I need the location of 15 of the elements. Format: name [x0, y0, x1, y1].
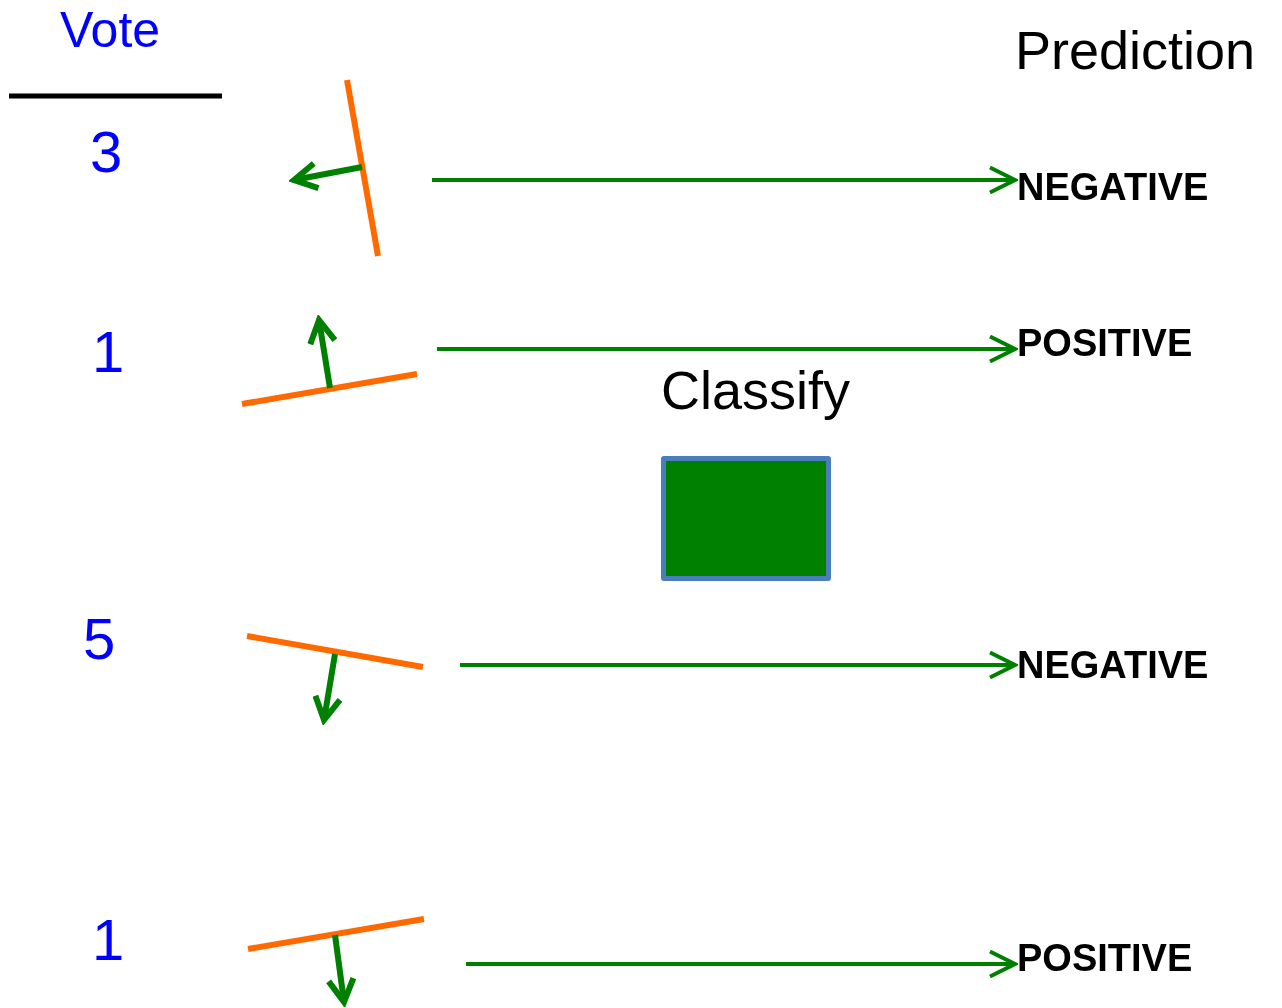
arrow — [432, 165, 1017, 195]
column-heading: Prediction — [1015, 19, 1256, 82]
prediction-label: NEGATIVE — [1017, 643, 1209, 687]
prediction-label: NEGATIVE — [1017, 165, 1209, 209]
arrow — [466, 949, 1017, 979]
vote-count: 5 — [83, 607, 116, 671]
vote-count: 1 — [92, 908, 125, 972]
box-heading: Classify — [661, 359, 851, 422]
prediction-label: POSITIVE — [1017, 936, 1193, 980]
arrow — [460, 650, 1017, 680]
arrow — [437, 334, 1017, 364]
vote-count: 1 — [92, 320, 125, 384]
column-heading: Vote — [60, 1, 161, 60]
prediction-label: POSITIVE — [1017, 321, 1193, 365]
vote-count: 3 — [90, 120, 123, 184]
